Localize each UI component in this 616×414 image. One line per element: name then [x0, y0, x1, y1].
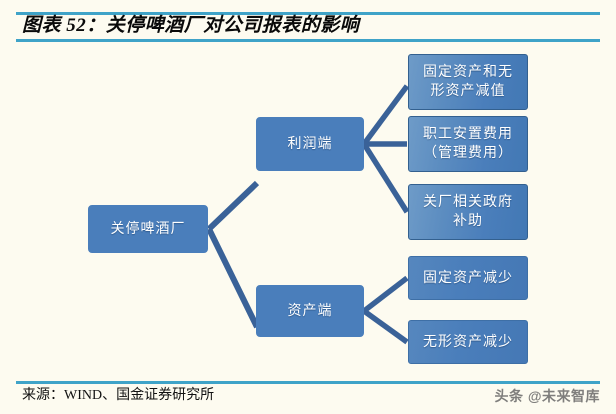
title-rule-bottom [16, 39, 600, 42]
title-rule-top [16, 12, 600, 15]
connector-asset-to-leaf4 [362, 275, 409, 314]
node-leaf-fixed-asset-decrease[interactable]: 固定资产减少 [408, 256, 528, 300]
node-profit-side[interactable]: 利润端 [256, 117, 364, 171]
connector-profit-to-leaf1 [361, 84, 410, 146]
node-asset-side-label: 资产端 [287, 303, 333, 319]
node-leaf-severance[interactable]: 职工安置费用 （管理费用） [408, 116, 528, 172]
leaf1-line1: 固定资产和无 [423, 65, 513, 80]
diagram-canvas: 关停啤酒厂 利润端 资产端 固定资产和无 形资产减值 职工安置费用 （管理费用）… [0, 42, 616, 380]
leaf2-line2: （管理费用） [423, 146, 513, 161]
node-leaf-severance-label: 职工安置费用 （管理费用） [423, 125, 513, 163]
node-leaf-intangible-asset-decrease[interactable]: 无形资产减少 [408, 320, 528, 364]
leaf3-line2: 补助 [453, 214, 483, 229]
node-leaf-subsidy[interactable]: 关厂相关政府 补助 [408, 184, 528, 240]
leaf2-line1: 职工安置费用 [423, 127, 513, 142]
leaf1-line2: 形资产减值 [430, 84, 506, 99]
leaf3-line1: 关厂相关政府 [423, 195, 513, 210]
connector-root-to-asset [206, 227, 260, 329]
connector-asset-to-leaf5 [362, 308, 409, 345]
node-profit-side-label: 利润端 [287, 136, 333, 152]
connector-profit-to-leaf3 [361, 142, 410, 214]
connector-lines [206, 84, 410, 345]
source-note: 来源：WIND、国金证券研究所 [22, 388, 215, 403]
footer-rule [16, 381, 600, 384]
connector-root-to-profit [206, 180, 260, 232]
node-root-label: 关停啤酒厂 [110, 221, 186, 237]
node-leaf-fixed-asset-decrease-label: 固定资产减少 [423, 270, 513, 286]
node-leaf-subsidy-label: 关厂相关政府 补助 [423, 193, 513, 231]
node-root[interactable]: 关停啤酒厂 [88, 205, 208, 253]
page-title: 图表 52：关停啤酒厂对公司报表的影响 [22, 15, 360, 36]
node-asset-side[interactable]: 资产端 [256, 285, 364, 337]
node-leaf-intangible-asset-decrease-label: 无形资产减少 [423, 334, 513, 350]
node-leaf-impairment-label: 固定资产和无 形资产减值 [423, 63, 513, 101]
node-leaf-impairment[interactable]: 固定资产和无 形资产减值 [408, 54, 528, 110]
watermark: 头条 @未来智库 [494, 388, 600, 404]
